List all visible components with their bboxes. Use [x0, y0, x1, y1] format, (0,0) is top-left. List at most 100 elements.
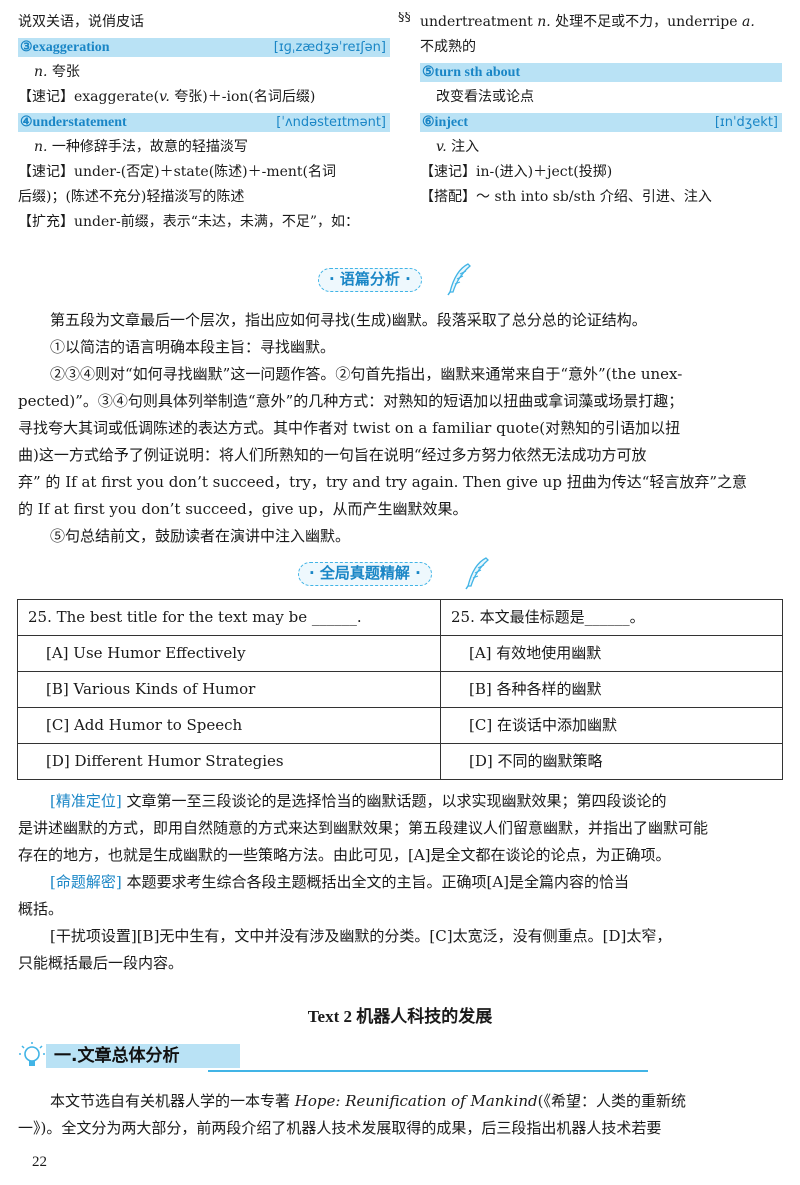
discourse-paragraph: 第五段为文章最后一个层次，指出应如何寻找(生成)幽默。段落采取了总分总的论证结构… — [50, 311, 647, 329]
explanation-line: 概括。 — [18, 900, 64, 918]
analysis-line: 本文节选自有关机器人学的一本专著 Hope: Reunification of … — [18, 1088, 784, 1115]
quill-pen-icon — [465, 557, 489, 590]
explanation: [精准定位] 文章第一至三段谈论的是选择恰当的幽默话题，以求实现幽默效果；第四段… — [18, 788, 784, 977]
discourse-paragraph-cont: 曲)这一方式给予了例证说明：将人们所熟知的一句旨在说明“经过多方努力依然无法成功… — [18, 446, 647, 464]
analysis-text: 本文节选自有关机器人学的一本专著 — [50, 1092, 295, 1110]
explanation-line: [干扰项设置][B]无中生有，文中并没有涉及幽默的分类。[C]太宽泛，没有侧重点… — [50, 927, 672, 945]
discourse-paragraph-cont: 弃” 的 If at first you don’t succeed，try，t… — [18, 473, 748, 491]
option-cn: [B] 各种各样的幽默 — [440, 671, 783, 708]
vocab-definition: n. 一种修辞手法，故意的轻描淡写 — [18, 135, 390, 160]
explanation-text: 本题要求考生综合各段主题概括出全文的主旨。正确项[A]是全篇内容的恰当 — [121, 873, 630, 891]
vocab-headword: ⑤turn sth about — [422, 65, 521, 80]
part-of-speech: n. — [537, 14, 551, 30]
vocab-memory-tip: 【速记】exaggerate(v. 夸张)＋-ion(名词后缀) — [18, 85, 390, 110]
table-row: 25. The best title for the text may be _… — [17, 599, 783, 636]
vocab-phonetic: [ˈʌndəsteɪtmənt] — [276, 115, 386, 130]
vocab-headword: ⑥inject — [422, 115, 468, 130]
option-cn: [A] 有效地使用幽默 — [440, 635, 783, 672]
option-en: [B] Various Kinds of Humor — [17, 671, 441, 708]
vocab-right-column: undertreatment n. 处理不足或不力，underripe a. 不… — [420, 10, 782, 210]
extension-label: 【扩充】 — [18, 214, 74, 230]
table-row: [B] Various Kinds of Humor [B] 各种各样的幽默 — [17, 671, 783, 708]
option-en: [C] Add Humor to Speech — [17, 707, 441, 744]
option-en: [D] Different Humor Strategies — [17, 743, 441, 780]
vocab-left-column: 说双关语，说俏皮话 ③exaggeration [ɪɡˌzædʒəˈreɪʃən… — [18, 10, 390, 235]
vocab-definition: n. 夸张 — [18, 60, 390, 85]
overall-analysis-header: 一.文章总体分析 — [18, 1040, 240, 1072]
memory-text: under-(否定)＋state(陈述)＋-ment(名词 — [74, 164, 337, 180]
column-divider: §§§§§§§§§§§§§§§§§§§§ — [398, 12, 410, 25]
part-of-speech: v. — [436, 139, 447, 155]
table-row: [D] Different Humor Strategies [D] 不同的幽默… — [17, 743, 783, 780]
example-word: undertreatment — [420, 14, 538, 30]
vocab-entry-bar: ⑤turn sth about — [420, 63, 782, 82]
vocab-definition: v. 注入 — [420, 135, 782, 160]
discourse-paragraph-cont: pected)”。③④句则具体列举制造“意外”的几种方式：对熟知的短语加以扭曲或… — [18, 392, 684, 410]
vocab-headword: ④understatement — [20, 115, 127, 130]
extension-text: under-前缀，表示“未达，未满，不足”，如： — [74, 214, 360, 230]
question-cn: 25. 本文最佳标题是______。 — [440, 599, 783, 636]
table-row: [A] Use Humor Effectively [A] 有效地使用幽默 — [17, 635, 783, 672]
collocation-text: ～ sth into sb/sth 介绍、引进、注入 — [476, 189, 712, 205]
definition-text: 处理不足或不力，underripe — [550, 14, 742, 30]
vocab-line: undertreatment n. 处理不足或不力，underripe a. — [420, 10, 782, 35]
overall-analysis-heading: 一.文章总体分析 — [54, 1046, 180, 1066]
memory-text: 夸张)＋-ion(名词后缀) — [169, 89, 316, 105]
option-en: [A] Use Humor Effectively — [17, 635, 441, 672]
quill-pen-icon — [447, 263, 471, 296]
memory-label: 【速记】 — [18, 89, 74, 105]
definition-text: 一种修辞手法，故意的轻描淡写 — [47, 139, 248, 155]
vocab-memory-tip-cont: 后缀)；(陈述不充分)轻描淡写的陈述 — [18, 189, 245, 205]
discourse-analysis: 第五段为文章最后一个层次，指出应如何寻找(生成)幽默。段落采取了总分总的论证结构… — [18, 307, 784, 550]
explanation-line: 只能概括最后一段内容。 — [18, 954, 184, 972]
question-en: 25. The best title for the text may be _… — [17, 599, 441, 636]
section-title: · 全局真题精解 · — [298, 562, 432, 586]
vocab-line: 不成熟的 — [420, 39, 476, 55]
analysis-line: 一》)。全文分为两大部分，前两段介绍了机器人技术发展取得的成果，后三段指出机器人… — [18, 1119, 662, 1137]
vocab-entry-bar: ③exaggeration [ɪɡˌzædʒəˈreɪʃən] — [18, 38, 390, 57]
vocab-line: 说双关语，说俏皮话 — [18, 14, 144, 30]
vocab-definition: 改变看法或论点 — [436, 89, 534, 105]
explanation-line: [命题解密] 本题要求考生综合各段主题概括出全文的主旨。正确项[A]是全篇内容的… — [18, 869, 784, 896]
part-of-speech: n. — [34, 139, 48, 155]
vocab-phonetic: [ɪnˈdʒekt] — [714, 115, 778, 130]
part-of-speech: n. — [34, 64, 48, 80]
section-title: · 语篇分析 · — [318, 268, 422, 292]
explanation-tag: [精准定位] — [50, 792, 122, 810]
memory-label: 【速记】 — [18, 164, 74, 180]
page-number: 22 — [32, 1154, 47, 1170]
discourse-paragraph: ⑤句总结前文，鼓励读者在演讲中注入幽默。 — [50, 527, 351, 545]
discourse-paragraph: ②③④则对“如何寻找幽默”这一问题作答。②句首先指出，幽默来通常来自于“意外”(… — [50, 365, 683, 383]
explanation-tag: [命题解密] — [50, 873, 122, 891]
heading-rule — [208, 1070, 648, 1072]
discourse-paragraph: ①以简洁的语言明确本段主旨：寻找幽默。 — [50, 338, 336, 356]
definition-text: 夸张 — [47, 64, 80, 80]
lightbulb-icon — [19, 1042, 45, 1066]
option-cn: [C] 在谈话中添加幽默 — [440, 707, 783, 744]
memory-text: exaggerate( — [74, 89, 160, 105]
vocab-entry-bar: ④understatement [ˈʌndəsteɪtmənt] — [18, 113, 390, 132]
explanation-text: 文章第一至三段谈论的是选择恰当的幽默话题，以求实现幽默效果；第四段谈论的 — [121, 792, 667, 810]
explanation-line: 是讲述幽默的方式，即用自然随意的方式来达到幽默效果；第五段建议人们留意幽默，并指… — [18, 819, 709, 837]
memory-label: 【速记】 — [420, 164, 476, 180]
vocab-collocation: 【搭配】～ sth into sb/sth 介绍、引进、注入 — [420, 185, 782, 210]
explanation-line: [精准定位] 文章第一至三段谈论的是选择恰当的幽默话题，以求实现幽默效果；第四段… — [18, 788, 784, 815]
vocab-memory-tip: 【速记】under-(否定)＋state(陈述)＋-ment(名词 — [18, 160, 390, 185]
collocation-label: 【搭配】 — [420, 189, 476, 205]
analysis-text: (《希望：人类的重新统 — [537, 1092, 686, 1110]
question-table: 25. The best title for the text may be _… — [17, 599, 783, 780]
part-of-speech: a. — [741, 14, 755, 30]
vocab-extension: 【扩充】under-前缀，表示“未达，未满，不足”，如： — [18, 210, 390, 235]
vocab-entry-bar: ⑥inject [ɪnˈdʒekt] — [420, 113, 782, 132]
discourse-paragraph-cont: 寻找夸大其词或低调陈述的表达方式。其中作者对 twist on a famili… — [18, 419, 681, 437]
discourse-paragraph-cont: 的 If at first you don’t succeed，give up，… — [18, 500, 468, 518]
overall-analysis-body: 本文节选自有关机器人学的一本专著 Hope: Reunification of … — [18, 1088, 784, 1142]
text2-title: Text 2 机器人科技的发展 — [307, 1007, 493, 1026]
table-row: [C] Add Humor to Speech [C] 在谈话中添加幽默 — [17, 707, 783, 744]
vocab-memory-tip: 【速记】in-(进入)＋ject(投掷) — [420, 160, 782, 185]
memory-text: in-(进入)＋ject(投掷) — [476, 164, 613, 180]
option-cn: [D] 不同的幽默策略 — [440, 743, 783, 780]
vocab-phonetic: [ɪɡˌzædʒəˈreɪʃən] — [273, 40, 386, 55]
explanation-line: 存在的地方，也就是生成幽默的一些策略方法。由此可见，[A]是全文都在谈论的论点，… — [18, 846, 671, 864]
section-header-exam: · 全局真题精解 · — [0, 556, 800, 590]
